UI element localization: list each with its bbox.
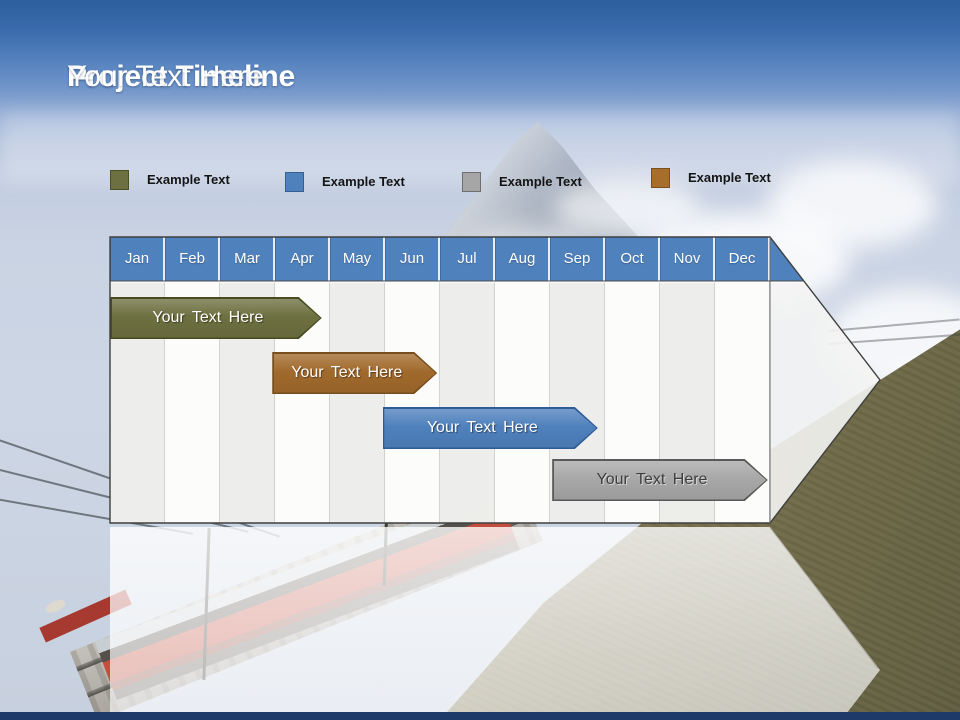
month-header-nov: Nov (660, 237, 715, 281)
month-column-may (330, 281, 385, 523)
month-column-aug (495, 281, 550, 523)
month-header-band: Jan Feb Mar Apr May Jun Jul Aug Sep Oct … (110, 237, 880, 281)
month-column-jun (385, 281, 440, 523)
month-header-feb: Feb (165, 237, 220, 281)
legend-label: Example Text (688, 170, 771, 185)
month-header-dec: Dec (715, 237, 770, 281)
gantt-bar-4: Your Text Here (552, 459, 768, 501)
gantt-bar-label: Your Text Here (291, 364, 403, 381)
footer-accent-bar (0, 712, 960, 720)
legend-swatch-olive (110, 170, 129, 190)
month-header-may: May (330, 237, 385, 281)
month-header-apr: Apr (275, 237, 330, 281)
cloud (766, 162, 938, 248)
gantt-bar-label: Your Text Here (426, 419, 538, 436)
month-header-sep: Sep (550, 237, 605, 281)
gantt-bar-1: Your Text Here (110, 297, 322, 339)
slide-title: Project Timeline–Your Text Here (67, 60, 927, 104)
legend-swatch-gray (462, 172, 481, 192)
month-header-jul: Jul (440, 237, 495, 281)
gantt-bar-label: Your Text Here (596, 471, 708, 488)
legend-label: Example Text (322, 174, 405, 189)
legend-label: Example Text (499, 174, 582, 189)
legend-label: Example Text (147, 172, 230, 187)
month-header-jun: Jun (385, 237, 440, 281)
gantt-bar-2: Your Text Here (272, 352, 438, 394)
slide-title-bold: Project Timeline (67, 60, 295, 93)
month-header-oct: Oct (605, 237, 660, 281)
timeline-arrow-table: Jan Feb Mar Apr May Jun Jul Aug Sep Oct … (110, 237, 880, 523)
slide-title-dash: – (77, 60, 94, 93)
month-column-jul (440, 281, 495, 523)
month-header-aug: Aug (495, 237, 550, 281)
slide-title-light: Your Text Here (67, 60, 264, 93)
gantt-bar-label: Your Text Here (152, 309, 264, 326)
legend-swatch-orange (651, 168, 670, 188)
month-header-mar: Mar (220, 237, 275, 281)
gantt-bar-3: Your Text Here (382, 407, 598, 449)
month-header-jan: Jan (110, 237, 165, 281)
table-reflection (110, 527, 880, 720)
legend-swatch-blue (285, 172, 304, 192)
